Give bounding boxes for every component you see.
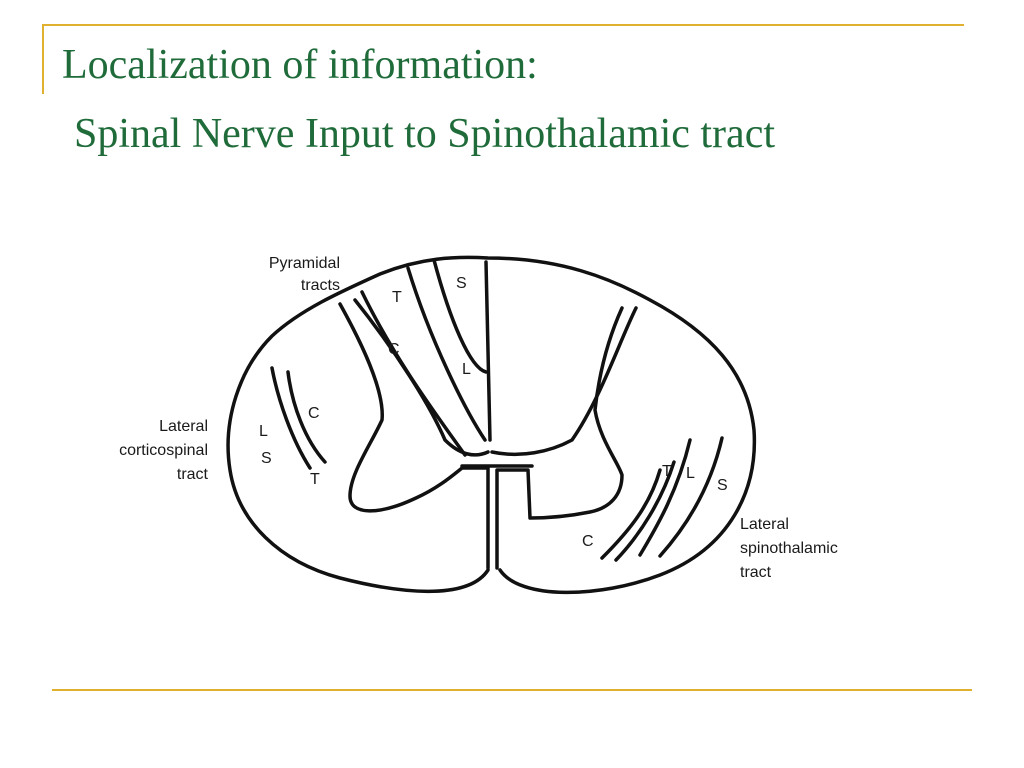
corticospinal-letter-t: T [310, 471, 320, 488]
label-spinothalamic-line-2: spinothalamic [740, 540, 838, 557]
corticospinal-arc-inner [286, 370, 327, 464]
pyramidal-band-2 [406, 266, 487, 442]
pyramidal-letter-c: C [388, 341, 400, 358]
corticospinal-arc-outer [270, 366, 312, 470]
right-gray-matter [495, 306, 624, 570]
spinothalamic-letter-s: S [717, 477, 728, 494]
pyramidal-letter-t: T [392, 289, 402, 306]
label-pyramidal-line-2: tracts [301, 277, 340, 294]
median-fissure [484, 260, 492, 442]
left-gray-matter [338, 302, 490, 570]
label-spinothalamic-line-3: tract [740, 564, 772, 581]
pyramidal-band-3 [432, 258, 488, 374]
cord-outline [226, 255, 757, 595]
corticospinal-letter-l: L [259, 423, 268, 440]
label-pyramidal-line-1: Pyramidal [269, 255, 340, 272]
pyramidal-band-1 [360, 290, 467, 457]
slide-title-line-1: Localization of information: [62, 42, 538, 88]
pyramidal-letter-l: L [462, 361, 471, 378]
slide-title-line-2: Spinal Nerve Input to Spinothalamic trac… [74, 111, 775, 157]
left-anterior-horn [353, 298, 490, 457]
label-corticospinal-line-1: Lateral [159, 418, 208, 435]
spinothalamic-letter-l: L [686, 465, 695, 482]
bottom-rule [52, 689, 972, 691]
left-rule [42, 24, 44, 94]
spinothalamic-letter-t: T [662, 463, 672, 480]
label-spinothalamic-line-1: Lateral [740, 516, 789, 533]
label-corticospinal-line-2: corticospinal [119, 442, 208, 459]
spinothalamic-arc-3 [638, 438, 692, 557]
spinothalamic-arc-1 [600, 468, 662, 560]
spinothalamic-arc-2 [614, 460, 676, 562]
spinothalamic-letter-c: C [582, 533, 594, 550]
label-corticospinal-line-3: tract [177, 466, 209, 483]
top-rule [42, 24, 964, 26]
corticospinal-letter-s: S [261, 450, 272, 467]
right-anterior-horn [490, 306, 638, 457]
spinothalamic-arc-4 [658, 436, 724, 558]
corticospinal-letter-c: C [308, 405, 320, 422]
pyramidal-letter-s: S [456, 275, 467, 292]
